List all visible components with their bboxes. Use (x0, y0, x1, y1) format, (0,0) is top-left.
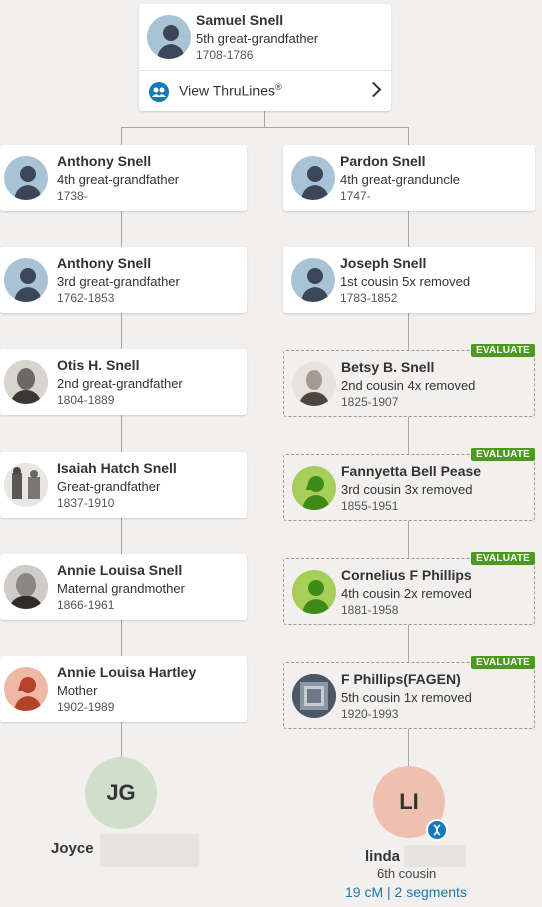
evaluate-badge[interactable]: EVALUATE (470, 344, 535, 357)
my-name: Joyce (51, 840, 94, 857)
male-silhouette-icon (4, 156, 48, 200)
person-relationship: 1st cousin 5x removed (340, 274, 471, 289)
person-name: Anthony Snell (57, 255, 152, 271)
person-relationship: 2nd cousin 4x removed (341, 378, 476, 393)
potential-ancestor-card[interactable]: EVALUATE Betsy B. Snell 2nd cousin 4x re… (283, 344, 535, 417)
person-relationship: 5th cousin 1x removed (341, 690, 472, 705)
person-relationship: 4th great-granduncle (340, 172, 460, 187)
shared-dna-link[interactable]: 19 cM | 2 segments (345, 884, 467, 900)
person-relationship: 4th great-grandfather (57, 172, 180, 187)
person-relationship: 3rd great-grandfather (57, 274, 180, 289)
person-dates: 1902-1989 (57, 700, 115, 714)
potential-ancestor-card[interactable]: EVALUATE Cornelius F Phillips 4th cousin… (283, 552, 535, 625)
person-name: Isaiah Hatch Snell (57, 460, 177, 476)
person-name: Fannyetta Bell Pease (341, 463, 482, 479)
person-name: Betsy B. Snell (341, 359, 435, 375)
thrulines-text: View ThruLines (179, 82, 275, 99)
person-relationship: 4th cousin 2x removed (341, 586, 472, 601)
male-silhouette-icon (291, 258, 335, 302)
person-dates: 1804-1889 (57, 393, 115, 407)
person-photo (4, 463, 48, 507)
person-photo (4, 360, 48, 404)
person-relationship: Great-grandfather (57, 479, 161, 494)
person-name: F Phillips(FAGEN) (341, 671, 461, 687)
evaluate-badge[interactable]: EVALUATE (470, 448, 535, 461)
redacted-surname (100, 834, 199, 867)
match-relationship: 6th cousin (377, 866, 437, 881)
match-name[interactable]: linda (365, 848, 401, 865)
my-avatar: JG (85, 757, 157, 829)
view-thrulines-link[interactable]: View ThruLines® (179, 82, 282, 99)
female-silhouette-icon (292, 466, 336, 510)
person-name: Annie Louisa Hartley (57, 664, 197, 680)
person-card[interactable]: Annie Louisa Snell Maternal grandmother … (0, 554, 247, 620)
female-silhouette-icon (4, 667, 48, 711)
male-silhouette-icon (4, 258, 48, 302)
person-name: Anthony Snell (57, 153, 152, 169)
trademark: ® (274, 82, 282, 92)
person-relationship: 2nd great-grandfather (57, 376, 183, 391)
person-name: Joseph Snell (340, 255, 427, 271)
person-dates: 1762-1853 (57, 291, 115, 305)
person-dates: 1866-1961 (57, 598, 115, 612)
person-dates: 1738- (57, 189, 88, 203)
person-dates: 1747- (340, 189, 371, 203)
person-card[interactable]: Anthony Snell 4th great-grandfather 1738… (0, 145, 247, 211)
person-card[interactable]: Isaiah Hatch Snell Great-grandfather 183… (0, 452, 247, 518)
person-dates: 1881-1958 (341, 603, 399, 617)
person-name: Cornelius F Phillips (341, 567, 472, 583)
male-silhouette-icon (147, 15, 191, 59)
person-card[interactable]: Joseph Snell 1st cousin 5x removed 1783-… (283, 247, 535, 313)
person-relationship: 3rd cousin 3x removed (341, 482, 473, 497)
person-photo (4, 565, 48, 609)
redacted-surname (404, 845, 466, 867)
person-dates: 1783-1852 (340, 291, 398, 305)
potential-ancestor-card[interactable]: EVALUATE Fannyetta Bell Pease 3rd cousin… (283, 448, 535, 521)
evaluate-badge[interactable]: EVALUATE (470, 552, 535, 565)
person-card[interactable]: Anthony Snell 3rd great-grandfather 1762… (0, 247, 247, 313)
person-dates: 1837-1910 (57, 496, 115, 510)
thrulines-icon (149, 82, 169, 102)
divider (139, 70, 391, 71)
dna-icon (426, 819, 448, 841)
person-dates: 1825-1907 (341, 395, 399, 409)
person-name: Otis H. Snell (57, 357, 140, 373)
person-card[interactable]: Pardon Snell 4th great-granduncle 1747- (283, 145, 535, 211)
person-relationship: Maternal grandmother (57, 581, 185, 596)
person-photo (292, 674, 336, 718)
person-name: Annie Louisa Snell (57, 562, 183, 578)
male-silhouette-icon (292, 570, 336, 614)
ancestor-relationship: 5th great-grandfather (196, 31, 319, 46)
person-dates: 1855-1951 (341, 499, 399, 513)
chevron-right-icon[interactable] (365, 81, 382, 98)
evaluate-badge[interactable]: EVALUATE (470, 656, 535, 669)
common-ancestor-card[interactable]: Samuel Snell 5th great-grandfather 1708-… (139, 4, 391, 111)
person-card[interactable]: Annie Louisa Hartley Mother 1902-1989 (0, 656, 247, 722)
person-name: Pardon Snell (340, 153, 426, 169)
person-card[interactable]: Otis H. Snell 2nd great-grandfather 1804… (0, 349, 247, 415)
ancestor-dates: 1708-1786 (196, 48, 254, 62)
person-photo (292, 362, 336, 406)
person-dates: 1920-1993 (341, 707, 399, 721)
potential-ancestor-card[interactable]: EVALUATE F Phillips(FAGEN) 5th cousin 1x… (283, 656, 535, 729)
person-relationship: Mother (57, 683, 98, 698)
male-silhouette-icon (291, 156, 335, 200)
ancestor-name: Samuel Snell (196, 12, 284, 28)
